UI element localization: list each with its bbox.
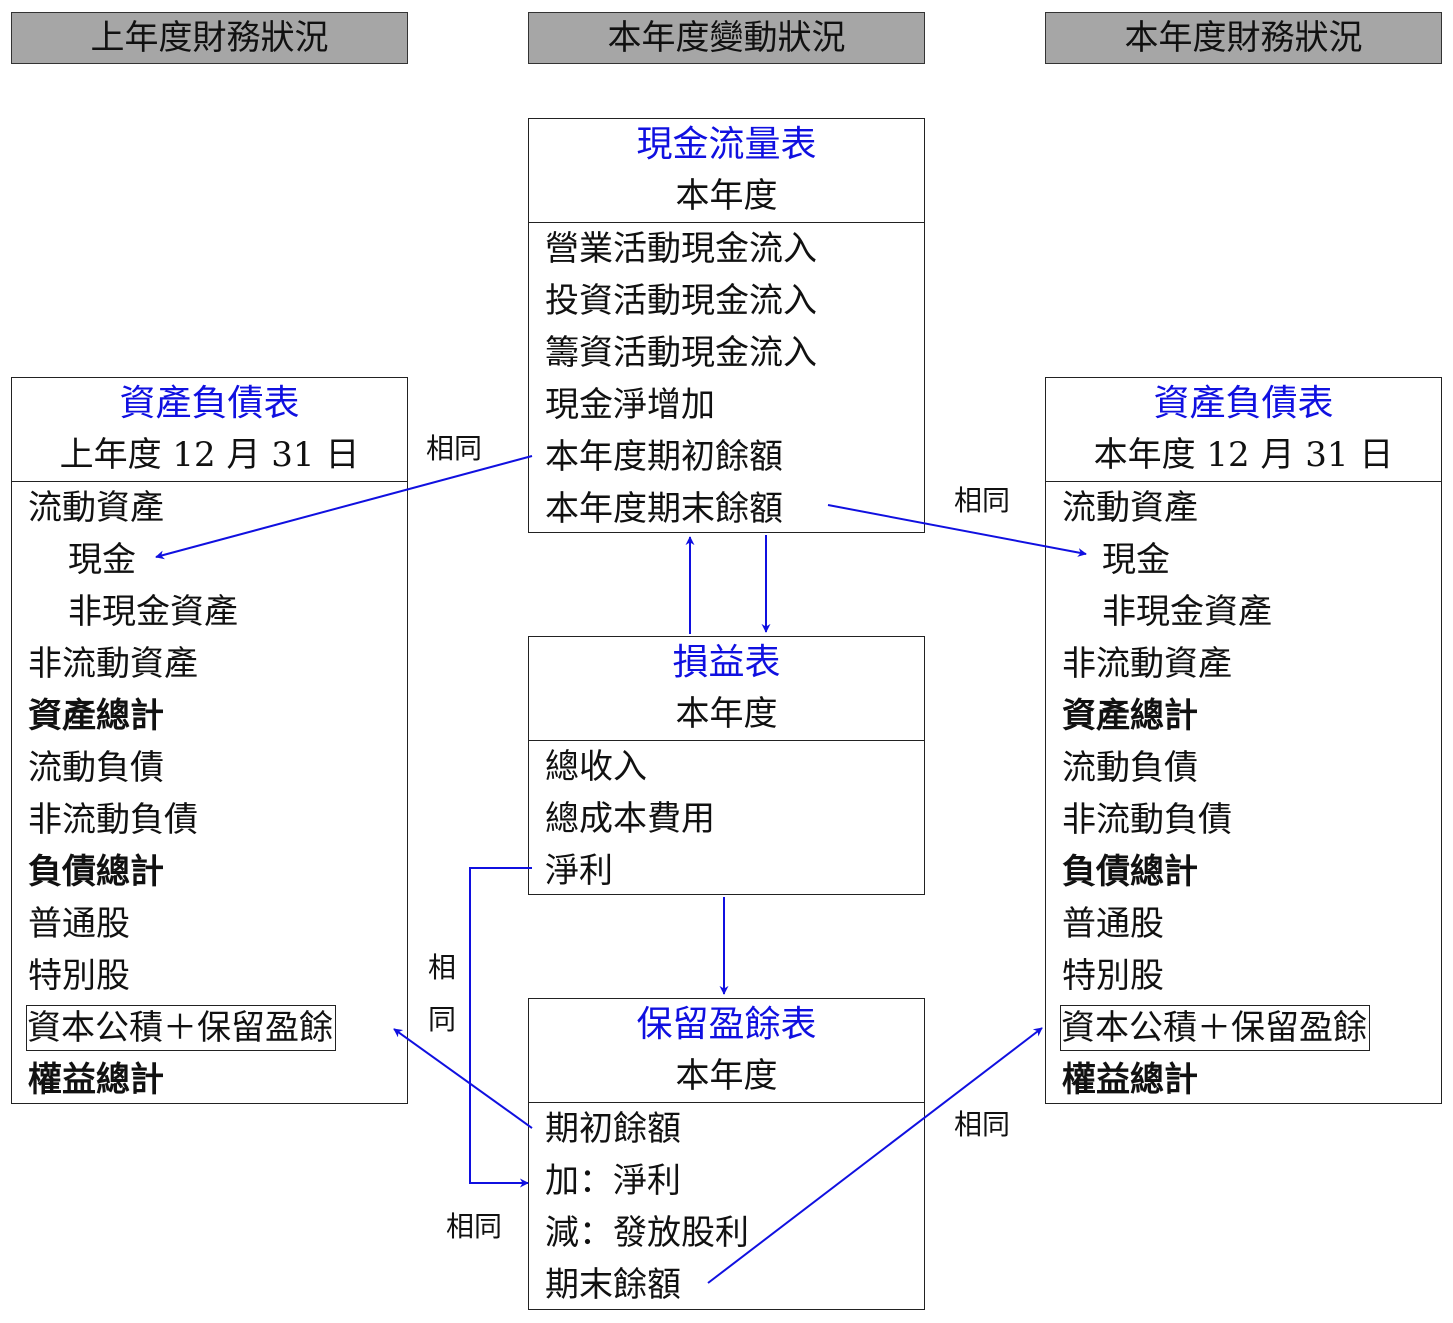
balance-row: 非流動資產 — [1062, 644, 1232, 684]
balance-row: 權益總計 — [28, 1060, 164, 1100]
balance-row: 普通股 — [28, 904, 130, 944]
cash-flow-statement: 現金流量表 本年度 營業活動現金流入 投資活動現金流入 籌資活動現金流入 現金淨… — [528, 118, 925, 533]
balance-row: 非現金資產 — [1102, 592, 1272, 632]
same-label-vertical-bottom: 同 — [427, 1003, 456, 1036]
same-label: 相同 — [954, 1108, 1011, 1141]
balance-row: 特別股 — [1062, 956, 1164, 996]
balance-row: 資產總計 — [28, 696, 164, 736]
cash-flow-title: 現金流量表 — [636, 124, 817, 165]
balance-row: 流動負債 — [1062, 748, 1198, 788]
balance-row: 現金 — [68, 540, 136, 580]
header-current-changes: 本年度變動狀況 — [528, 12, 925, 64]
balance-row: 負債總計 — [28, 852, 164, 892]
balance-row: 現金 — [1102, 540, 1170, 580]
income-period: 本年度 — [529, 689, 924, 741]
balance-row: 權益總計 — [1062, 1060, 1198, 1100]
income-row: 總成本費用 — [545, 799, 715, 839]
capital-retained-label: 資本公積＋保留盈餘 — [26, 1005, 336, 1051]
cash-flow-row: 籌資活動現金流入 — [545, 333, 817, 373]
cash-flow-row: 本年度期末餘額 — [545, 489, 783, 529]
retained-row: 期末餘額 — [545, 1265, 681, 1305]
balance-row-framed: 資本公積＋保留盈餘 — [1046, 1002, 1441, 1054]
same-label: 相同 — [954, 484, 1011, 517]
balance-sheet-prev: 資產負債表 上年度 12 月 31 日 流動資產 現金 非現金資產 非流動資產 … — [11, 377, 408, 1104]
header-prev-year: 上年度財務狀況 — [11, 12, 408, 64]
same-label: 相同 — [446, 1210, 503, 1243]
arrow-net-income-to-retained — [469, 867, 532, 1188]
balance-prev-title: 資產負債表 — [119, 383, 300, 424]
balance-curr-period: 本年度 12 月 31 日 — [1046, 430, 1441, 482]
arrow-retained-opening-to-prev — [393, 1028, 533, 1129]
header-current-year: 本年度財務狀況 — [1045, 12, 1442, 64]
balance-row: 普通股 — [1062, 904, 1164, 944]
cash-flow-row: 本年度期初餘額 — [545, 437, 783, 477]
balance-row: 流動資產 — [1062, 488, 1198, 528]
income-title: 損益表 — [672, 642, 781, 683]
balance-row: 非流動資產 — [28, 644, 198, 684]
balance-curr-title: 資產負債表 — [1153, 383, 1334, 424]
balance-prev-period: 上年度 12 月 31 日 — [12, 430, 407, 482]
cash-flow-period: 本年度 — [529, 171, 924, 223]
income-row: 淨利 — [545, 851, 613, 891]
income-row: 總收入 — [545, 747, 647, 787]
balance-row: 流動負債 — [28, 748, 164, 788]
balance-row: 資產總計 — [1062, 696, 1198, 736]
capital-retained-label: 資本公積＋保留盈餘 — [1060, 1005, 1370, 1051]
cash-flow-row: 投資活動現金流入 — [545, 281, 817, 321]
balance-row-framed: 資本公積＋保留盈餘 — [12, 1002, 407, 1054]
balance-sheet-curr: 資產負債表 本年度 12 月 31 日 流動資產 現金 非現金資產 非流動資產 … — [1045, 377, 1442, 1104]
balance-row: 負債總計 — [1062, 852, 1198, 892]
cash-flow-row: 現金淨增加 — [545, 385, 715, 425]
cash-flow-row: 營業活動現金流入 — [545, 229, 817, 269]
retained-title: 保留盈餘表 — [636, 1004, 817, 1045]
balance-row: 流動資產 — [28, 488, 164, 528]
same-label-vertical-top: 相 — [427, 951, 456, 984]
balance-row: 非流動負債 — [1062, 800, 1232, 840]
income-statement: 損益表 本年度 總收入 總成本費用 淨利 — [528, 636, 925, 895]
retained-period: 本年度 — [529, 1051, 924, 1103]
retained-earnings-statement: 保留盈餘表 本年度 期初餘額 加：淨利 減：發放股利 期末餘額 — [528, 998, 925, 1310]
retained-row: 加：淨利 — [545, 1161, 681, 1201]
retained-row: 減：發放股利 — [545, 1213, 749, 1253]
retained-row: 期初餘額 — [545, 1109, 681, 1149]
balance-row: 非流動負債 — [28, 800, 198, 840]
balance-row: 非現金資產 — [68, 592, 238, 632]
balance-row: 特別股 — [28, 956, 130, 996]
same-label: 相同 — [426, 432, 483, 465]
